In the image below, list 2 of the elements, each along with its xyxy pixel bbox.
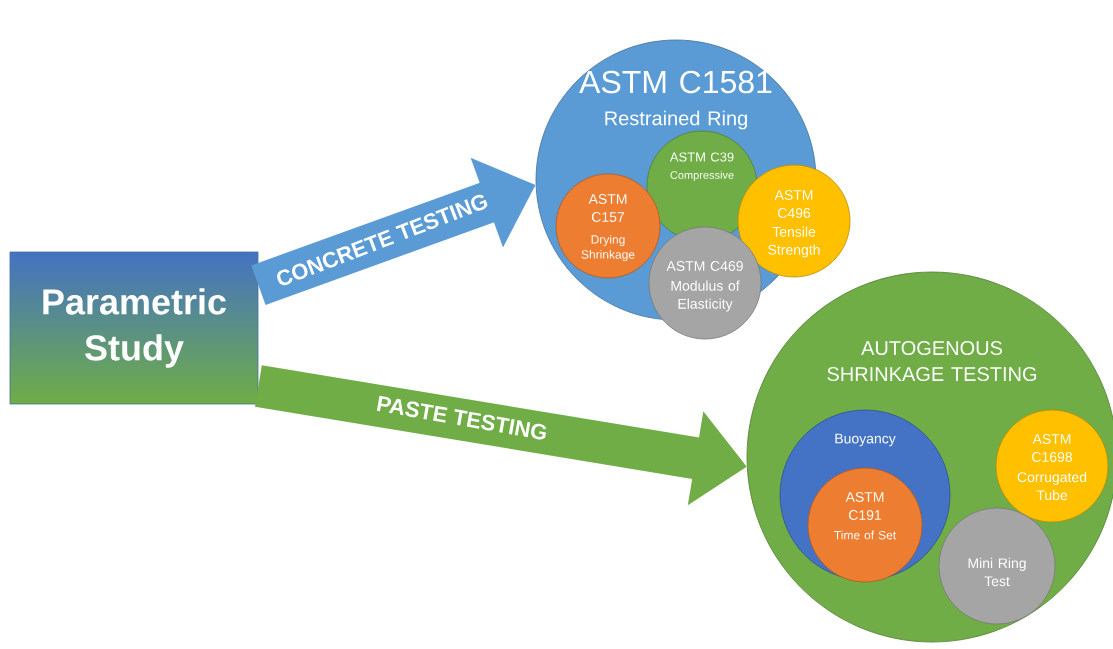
study-box: Parametric Study [9, 251, 259, 405]
edge-label: PASTE TESTING [376, 395, 547, 440]
